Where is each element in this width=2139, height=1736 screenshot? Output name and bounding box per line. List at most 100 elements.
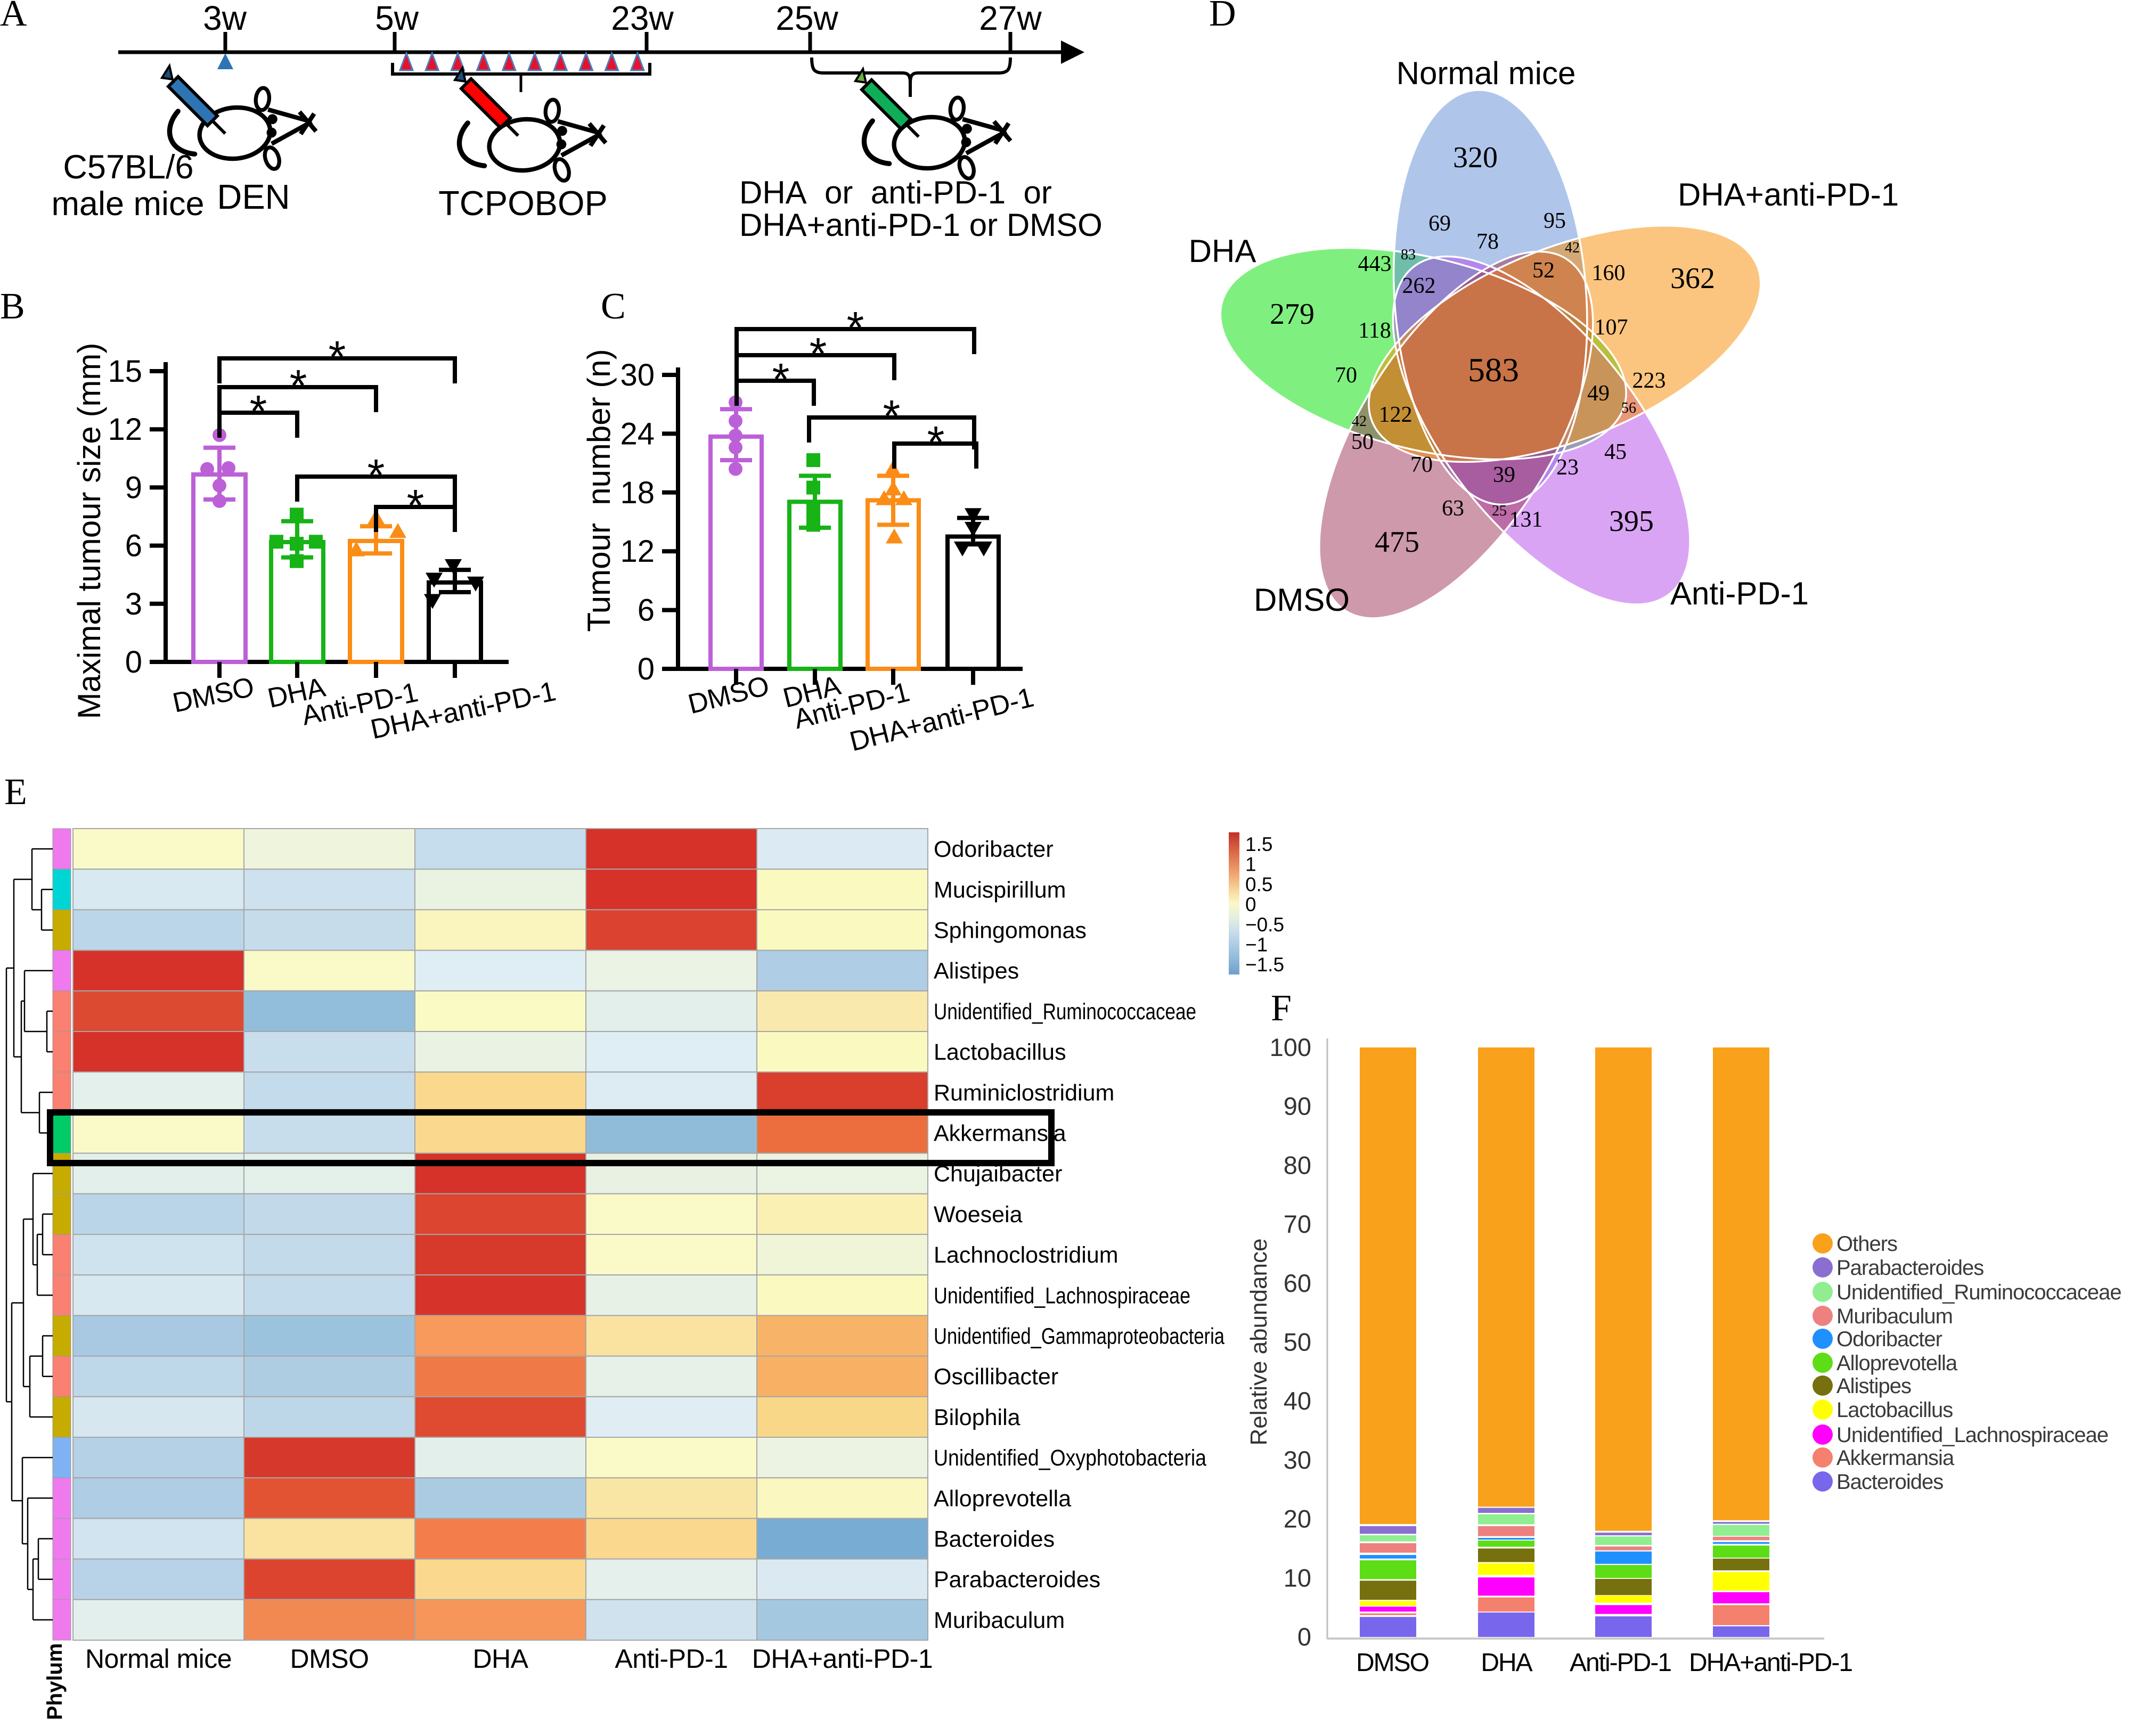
svg-text:395: 395 (1609, 505, 1654, 538)
svg-text:B: B (0, 286, 25, 327)
svg-text:70: 70 (1410, 453, 1433, 477)
svg-text:56: 56 (1621, 400, 1636, 416)
svg-text:*: * (927, 417, 945, 467)
svg-text:320: 320 (1453, 141, 1498, 174)
svg-text:Muribaculum: Muribaculum (1836, 1305, 1953, 1328)
svg-text:122: 122 (1379, 403, 1413, 427)
svg-text:3w: 3w (203, 0, 247, 37)
svg-text:10: 10 (1284, 1563, 1311, 1592)
svg-text:Alistipes: Alistipes (934, 959, 1019, 984)
svg-text:0: 0 (1245, 894, 1256, 915)
svg-text:12: 12 (620, 534, 655, 569)
svg-text:Alloprevotella: Alloprevotella (934, 1486, 1071, 1511)
svg-text:Lachnoclostridium: Lachnoclostridium (934, 1242, 1119, 1268)
svg-text:A: A (0, 0, 27, 34)
svg-text:*: * (883, 391, 901, 441)
svg-text:C57BL/6: C57BL/6 (63, 149, 193, 186)
svg-text:262: 262 (1402, 274, 1436, 298)
svg-text:Anti-PD-1: Anti-PD-1 (1670, 576, 1809, 611)
svg-text:−0.5: −0.5 (1245, 914, 1284, 936)
svg-text:−1.5: −1.5 (1245, 954, 1284, 976)
svg-text:63: 63 (1442, 496, 1464, 521)
svg-text:83: 83 (1401, 247, 1416, 263)
svg-text:−1: −1 (1245, 934, 1268, 956)
svg-text:Unidentified_Ruminococcaceae: Unidentified_Ruminococcaceae (934, 999, 1196, 1025)
svg-text:*: * (810, 329, 827, 379)
svg-text:Unidentified_Gammaproteobacter: Unidentified_Gammaproteobacteria (934, 1324, 1224, 1349)
svg-text:25: 25 (1492, 503, 1507, 519)
svg-text:42: 42 (1565, 240, 1580, 256)
svg-text:Odoribacter: Odoribacter (934, 837, 1054, 862)
svg-text:Unidentified_Lachnospiraceae: Unidentified_Lachnospiraceae (1836, 1423, 2108, 1447)
svg-text:*: * (847, 302, 864, 353)
svg-text:Unidentified_Ruminococcaceae: Unidentified_Ruminococcaceae (1836, 1281, 2121, 1304)
svg-text:F: F (1271, 988, 1292, 1029)
svg-text:Bacteroides: Bacteroides (1836, 1470, 1943, 1494)
svg-text:39: 39 (1493, 463, 1515, 487)
svg-text:Parabacteroides: Parabacteroides (934, 1567, 1100, 1593)
svg-text:40: 40 (1284, 1387, 1311, 1415)
svg-text:Others: Others (1836, 1232, 1897, 1256)
svg-text:20: 20 (1284, 1505, 1311, 1533)
svg-text:DEN: DEN (217, 177, 290, 216)
svg-text:23: 23 (1556, 455, 1579, 480)
svg-text:DMSO: DMSO (290, 1644, 369, 1674)
svg-text:Alloprevotella: Alloprevotella (1836, 1352, 1958, 1375)
svg-text:Bacteroides: Bacteroides (934, 1527, 1055, 1552)
svg-text:279: 279 (1270, 298, 1315, 331)
svg-text:27w: 27w (979, 0, 1042, 37)
svg-text:443: 443 (1358, 252, 1392, 276)
svg-text:15: 15 (108, 354, 142, 389)
svg-text:E: E (4, 772, 27, 813)
svg-text:*: * (290, 361, 307, 411)
svg-text:Normal mice: Normal mice (1397, 55, 1576, 91)
svg-text:DHA+anti-PD-1: DHA+anti-PD-1 (1689, 1649, 1852, 1677)
svg-text:Mucispirillum: Mucispirillum (934, 877, 1066, 903)
svg-text:Anti-PD-1: Anti-PD-1 (615, 1644, 728, 1674)
svg-text:50: 50 (1351, 430, 1374, 454)
svg-text:69: 69 (1428, 211, 1451, 236)
svg-text:Akkermansia: Akkermansia (1836, 1446, 1955, 1470)
svg-text:Muribaculum: Muribaculum (934, 1608, 1065, 1633)
svg-text:*: * (368, 450, 385, 500)
svg-text:1.5: 1.5 (1245, 833, 1272, 855)
svg-text:3: 3 (125, 587, 142, 621)
svg-text:Lactobacillus: Lactobacillus (1836, 1398, 1953, 1422)
svg-text:Anti-PD-1: Anti-PD-1 (1570, 1649, 1671, 1677)
svg-text:Normal mice: Normal mice (85, 1644, 232, 1674)
svg-text:362: 362 (1670, 262, 1715, 295)
svg-text:18: 18 (620, 476, 655, 510)
svg-text:Ruminiclostridium: Ruminiclostridium (934, 1080, 1114, 1106)
svg-text:6: 6 (125, 529, 142, 563)
svg-text:49: 49 (1587, 381, 1610, 406)
svg-text:DHA: DHA (1189, 233, 1256, 269)
svg-text:DMSO: DMSO (1356, 1649, 1429, 1677)
svg-text:Phylum: Phylum (43, 1643, 67, 1720)
svg-text:107: 107 (1595, 315, 1628, 340)
svg-text:Unidentified_Oxyphotobacteria: Unidentified_Oxyphotobacteria (934, 1445, 1206, 1471)
svg-text:*: * (250, 386, 267, 436)
svg-text:6: 6 (638, 593, 655, 628)
svg-text:42: 42 (1352, 413, 1367, 430)
svg-text:male mice: male mice (51, 185, 204, 223)
svg-text:DHA: DHA (472, 1644, 528, 1674)
svg-text:1: 1 (1245, 854, 1256, 875)
svg-text:24: 24 (620, 416, 655, 451)
svg-text:60: 60 (1284, 1269, 1311, 1297)
svg-text:Akkermansia: Akkermansia (934, 1121, 1066, 1147)
svg-text:78: 78 (1476, 230, 1499, 254)
svg-text:100: 100 (1270, 1033, 1311, 1061)
svg-text:0: 0 (1297, 1623, 1311, 1651)
svg-text:Maximal tumour size (mm): Maximal tumour size (mm) (71, 343, 107, 719)
svg-text:475: 475 (1375, 526, 1419, 559)
svg-text:70: 70 (1335, 363, 1357, 388)
svg-text:Woeseia: Woeseia (934, 1202, 1023, 1227)
svg-text:DMSO: DMSO (1254, 582, 1350, 618)
svg-text:C: C (601, 286, 626, 327)
svg-text:DHA: DHA (1481, 1649, 1532, 1677)
svg-text:80: 80 (1284, 1151, 1311, 1179)
svg-text:223: 223 (1632, 369, 1666, 393)
svg-text:*: * (329, 332, 346, 382)
svg-text:583: 583 (1468, 351, 1519, 389)
svg-text:45: 45 (1604, 440, 1627, 464)
